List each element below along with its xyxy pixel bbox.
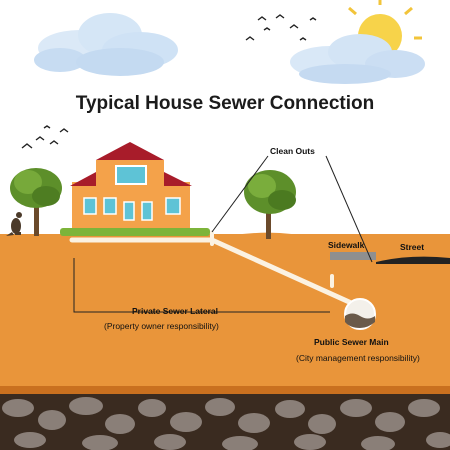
page-title: Typical House Sewer Connection (75, 93, 375, 114)
private-lateral-label: Private Sewer Lateral (132, 306, 218, 316)
public-responsibility-label: (City management responsibility) (296, 353, 420, 363)
cloud-icon (290, 34, 425, 84)
house-icon (70, 142, 192, 228)
lateral-bracket (73, 258, 330, 313)
street-label: Street (400, 242, 425, 252)
rock-pattern (2, 397, 450, 450)
tree-icon (10, 168, 62, 236)
bird-icon (21, 14, 317, 149)
public-main-label: Public Sewer Main (314, 337, 389, 347)
pipe-icon (69, 230, 361, 309)
lawn (60, 228, 210, 236)
clean-outs-label: Clean Outs (270, 146, 315, 156)
kangaroo-icon (6, 212, 22, 236)
tree-icon (244, 170, 296, 239)
street-surface (376, 256, 450, 264)
sidewalk-slab (330, 252, 376, 260)
private-responsibility-label: (Property owner responsibility) (104, 321, 219, 331)
soil-transition (0, 386, 450, 394)
cloud-icon (34, 13, 178, 76)
sewer-main-icon (344, 298, 376, 330)
sidewalk-label: Sidewalk (328, 240, 365, 250)
callout-lines (211, 155, 373, 263)
